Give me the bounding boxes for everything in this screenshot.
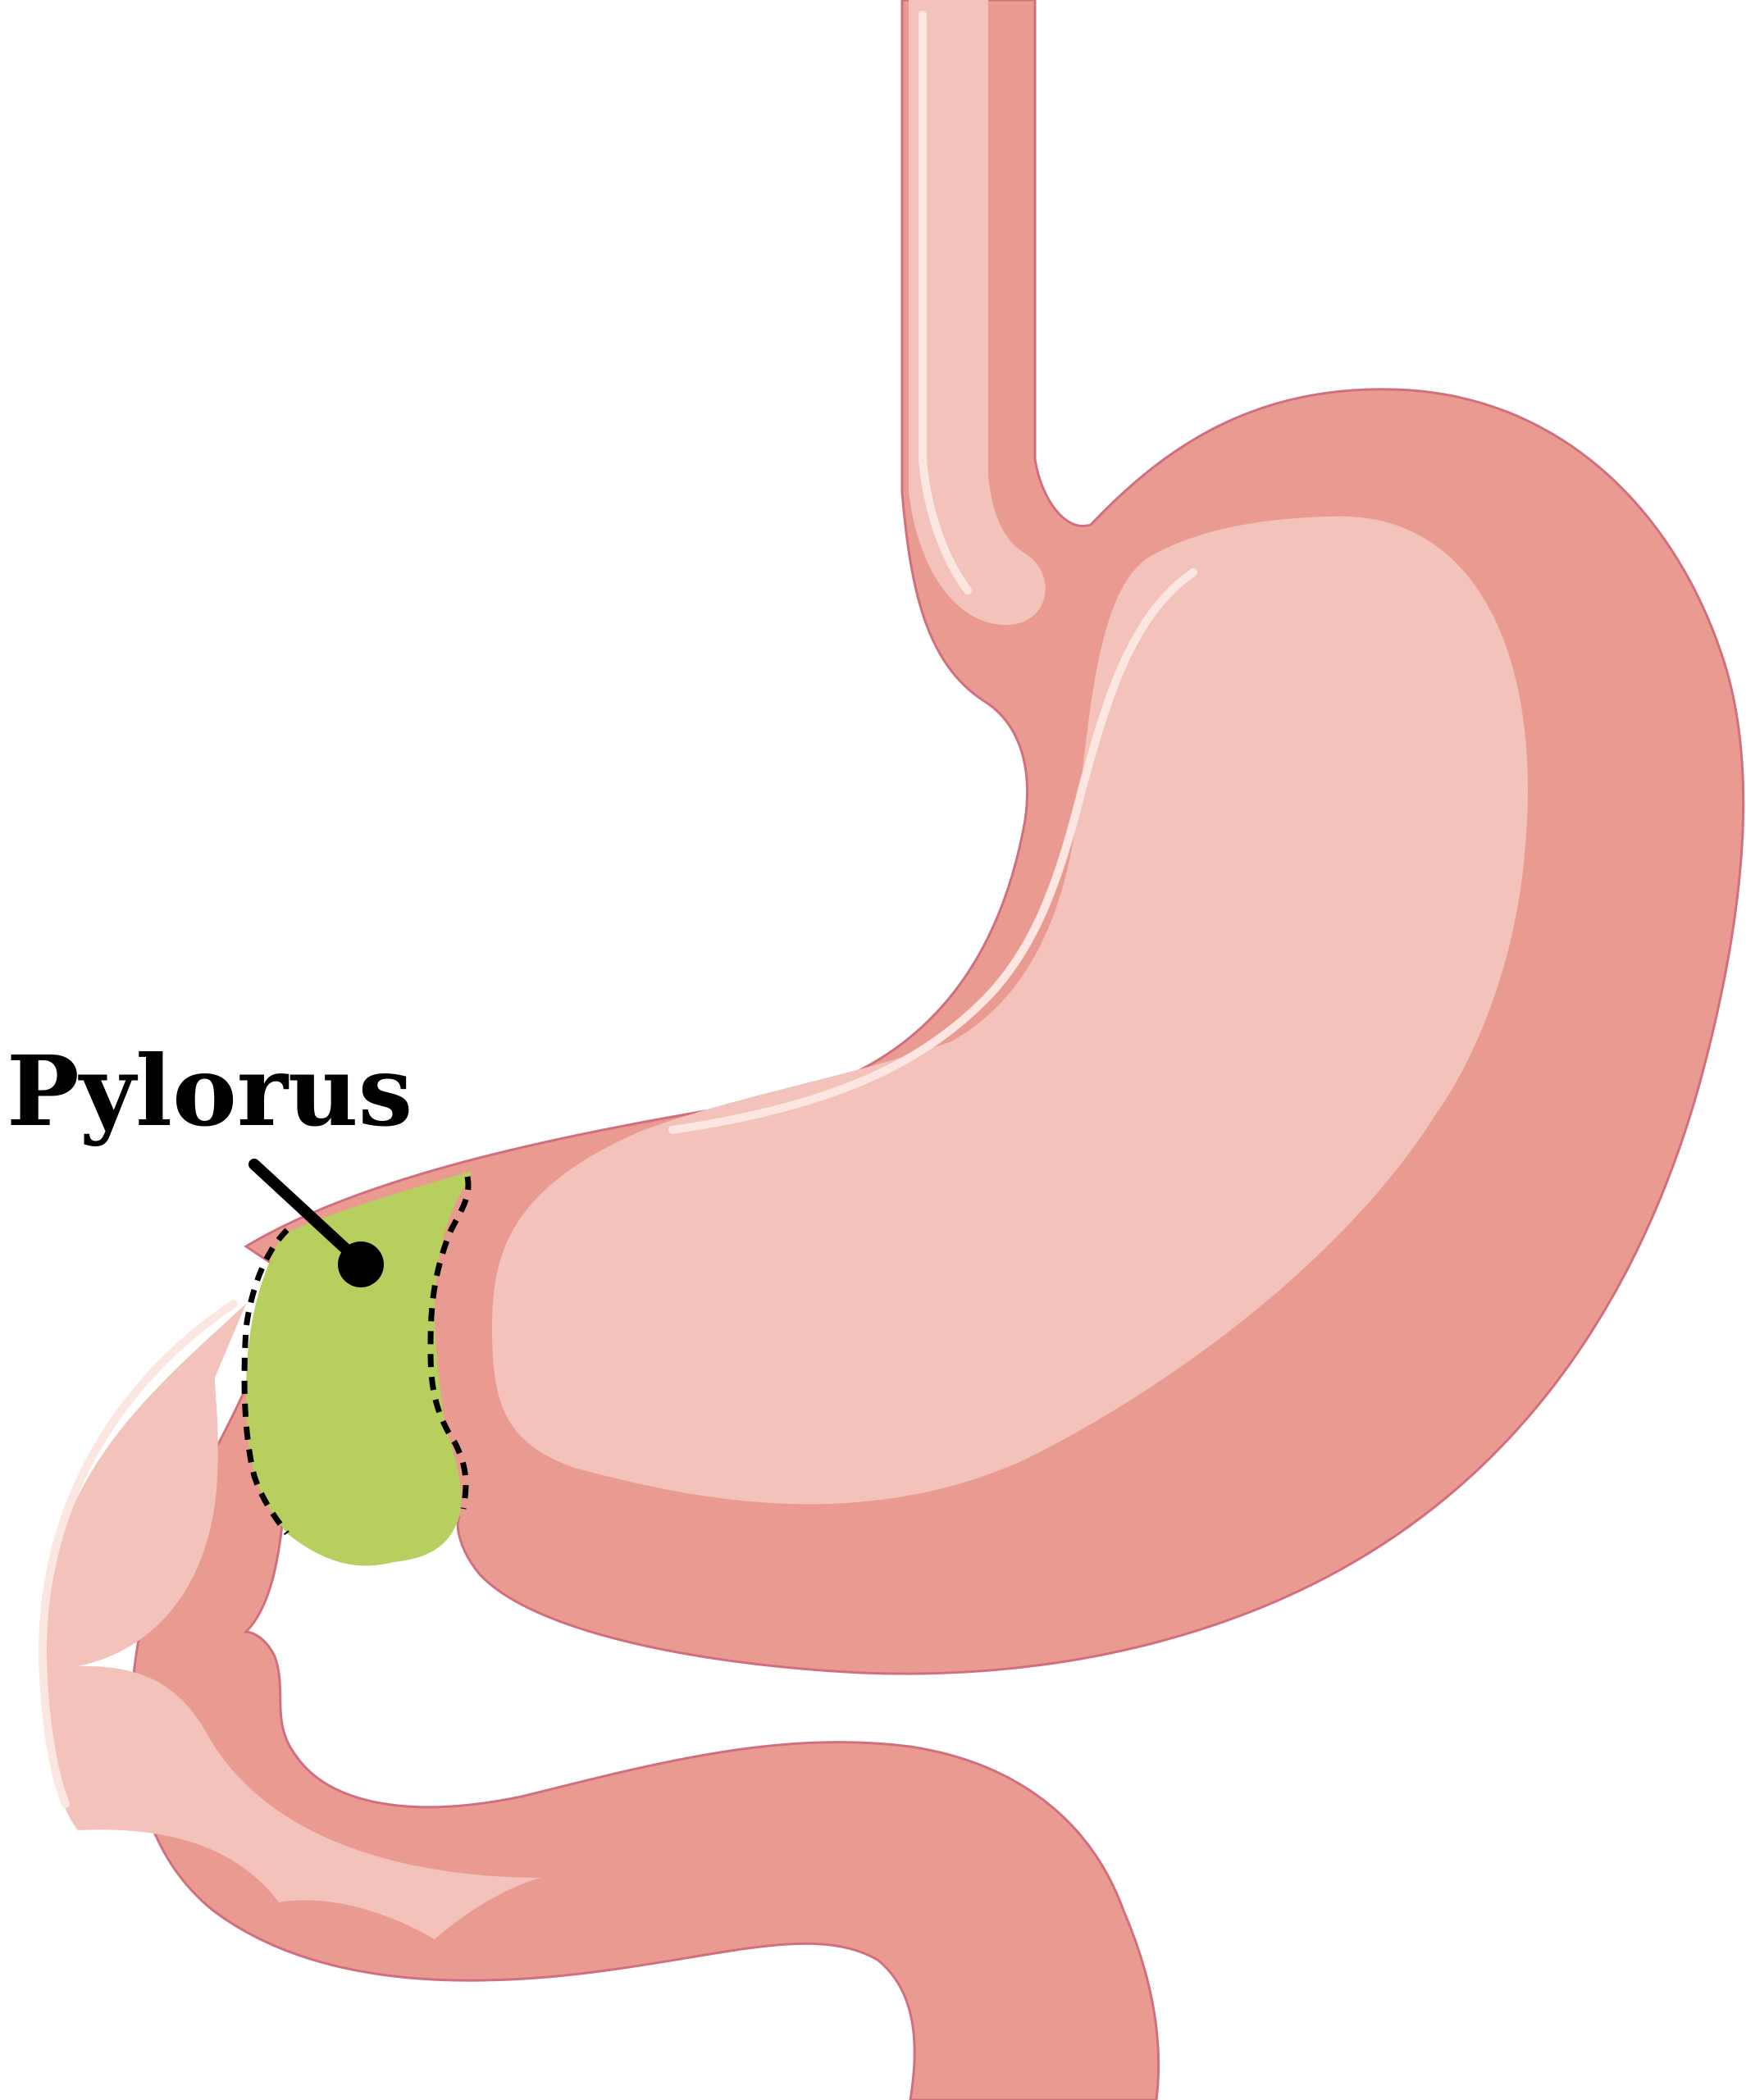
pylorus-fill [246,1171,472,1566]
esophagus-highlight [919,11,972,594]
pylorus-label: Pylorus [7,1034,413,1148]
stomach-lining [492,516,1528,1505]
pylorus-boundary-left [241,1228,289,1536]
pylorus-region [241,1171,472,1566]
esophagus-lining [909,0,1046,626]
pointer-dot [338,1241,384,1287]
pointer-line [248,1159,367,1269]
label-pointer [248,1159,384,1287]
duodenum-highlight [38,1300,238,1808]
duodenum-lining [40,1304,542,1939]
stomach-highlight [668,568,1197,1134]
stomach-body [244,0,1745,1675]
duodenum [38,1270,1160,2100]
pylorus-boundary-right [427,1176,472,1510]
